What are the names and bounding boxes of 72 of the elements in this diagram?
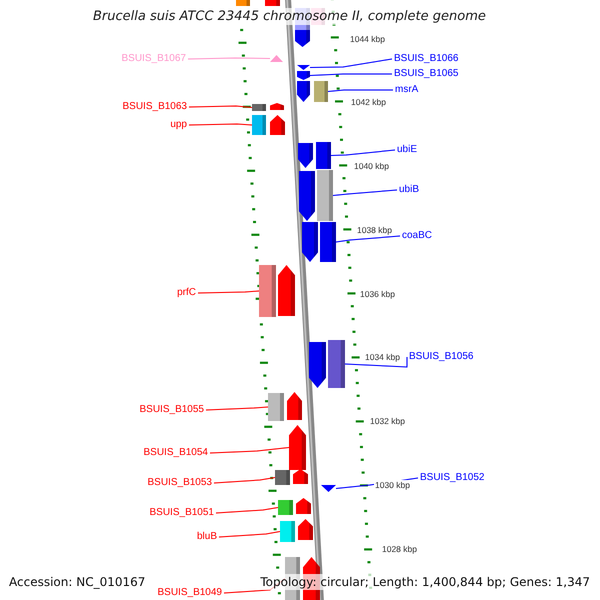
scale-label: 1032 kbp — [369, 416, 406, 426]
gene-block — [316, 142, 331, 169]
gene-label: BSUIS_B1055 — [140, 403, 204, 416]
gene-feature — [298, 519, 313, 540]
gene-feature — [298, 143, 313, 168]
gene-block — [252, 115, 266, 135]
gene-label: bluB — [196, 530, 217, 543]
leader-line — [216, 507, 278, 514]
leader-line — [188, 58, 270, 60]
gene-feature — [297, 71, 310, 80]
gene-label: BSUIS_B1065 — [394, 67, 458, 80]
gene-label: BSUIS_B1056 — [409, 350, 474, 363]
leader-line — [218, 531, 280, 538]
gene-label: BSUIS_B1066 — [394, 52, 458, 65]
gene-block — [320, 222, 336, 262]
scale-label: 1038 kbp — [356, 225, 393, 235]
leader-line — [198, 290, 260, 294]
gene-feature — [293, 469, 308, 484]
leader-line — [188, 106, 252, 108]
gene-block — [252, 104, 266, 111]
gene-block — [259, 265, 276, 317]
gene-label: ubiB — [399, 183, 420, 196]
leader-line — [344, 356, 408, 368]
leader-line — [310, 74, 392, 76]
gene-label: BSUIS_B1053 — [148, 476, 212, 489]
gene-triangle — [297, 65, 310, 70]
gene-label: upp — [170, 118, 187, 131]
gene-block — [268, 393, 284, 421]
gene-feature — [297, 81, 310, 102]
scale-label: 1028 kbp — [381, 544, 418, 554]
leader-line — [206, 406, 268, 410]
scale-label: 1040 kbp — [353, 161, 390, 171]
leader-line — [336, 236, 400, 242]
leader-line — [330, 150, 396, 156]
gene-block — [280, 521, 295, 542]
scale-label: 1044 kbp — [349, 34, 386, 44]
gene-block — [317, 170, 333, 221]
gene-triangle — [321, 485, 336, 492]
gene-label: BSUIS_B1054 — [144, 446, 208, 459]
scale-label: 1042 kbp — [350, 97, 387, 107]
gene-feature — [270, 115, 285, 135]
gene-triangle — [270, 55, 283, 62]
gene-label: msrA — [395, 83, 418, 96]
gene-label: BSUIS_B1049 — [158, 586, 222, 599]
gene-label: BSUIS_B1052 — [420, 471, 484, 484]
leader-line — [188, 124, 252, 126]
gene-block — [278, 500, 293, 515]
gene-label: BSUIS_B1067 — [122, 52, 186, 65]
gene-feature — [278, 265, 295, 316]
gene-label: ubiE — [397, 143, 418, 156]
gene-block — [314, 81, 328, 102]
gene-feature — [302, 222, 318, 262]
gene-feature — [309, 342, 326, 388]
scale-label: 1030 kbp — [374, 480, 411, 490]
gene-label: BSUIS_B1051 — [150, 506, 214, 519]
scale-label: 1036 kbp — [359, 289, 396, 299]
gene-label: prfC — [177, 286, 196, 299]
leader-line — [328, 90, 394, 92]
leader-line — [332, 190, 398, 196]
leader-line — [310, 58, 392, 68]
leader-line — [214, 477, 276, 484]
gene-label: BSUIS_B1063 — [122, 100, 187, 113]
gene-block — [328, 340, 345, 388]
gene-feature — [295, 30, 310, 47]
gene-feature — [296, 498, 311, 514]
scale-label: 1034 kbp — [364, 352, 401, 362]
gene-feature — [287, 392, 302, 420]
leader-line — [210, 447, 290, 454]
gene-feature — [299, 171, 315, 221]
gene-label: coaBC — [402, 229, 432, 242]
gene-block — [275, 470, 290, 485]
gene-feature — [270, 103, 284, 110]
